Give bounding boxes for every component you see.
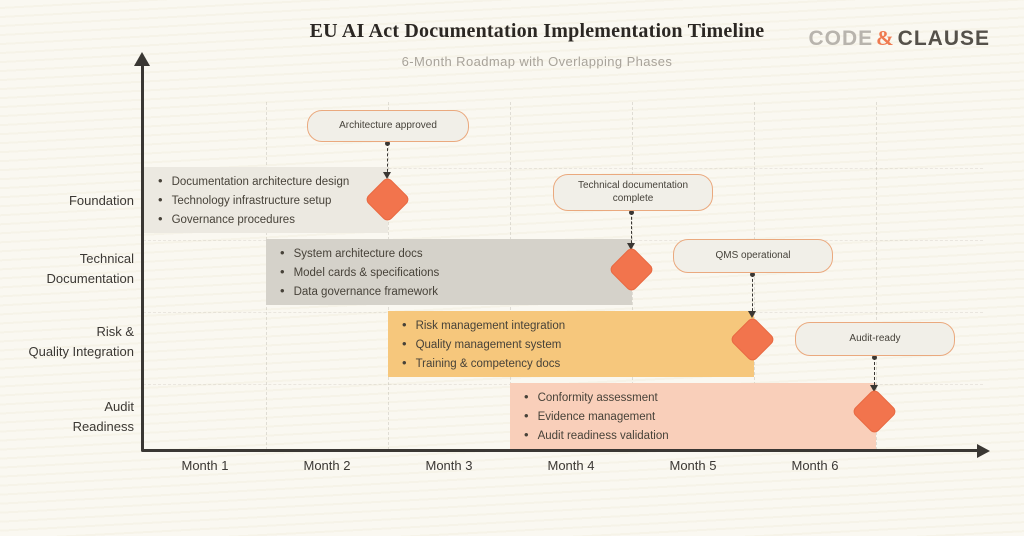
- x-tick-month-2: Month 2: [303, 458, 351, 473]
- task-item: Training & competency docs: [402, 354, 565, 373]
- task-item: Model cards & specifications: [280, 263, 440, 282]
- task-list: Conformity assessment Evidence managemen…: [510, 388, 669, 445]
- x-tick-month-4: Month 4: [547, 458, 595, 473]
- task-item: Governance procedures: [158, 210, 349, 229]
- milestone-connector: [626, 210, 635, 250]
- phase-bar-foundation: Documentation architecture design Techno…: [144, 167, 388, 233]
- brand-logo: CODE&CLAUSE: [808, 26, 990, 51]
- page-title: EU AI Act Documentation Implementation T…: [309, 20, 765, 42]
- task-item: Data governance framework: [280, 282, 439, 301]
- phase-bar-audit-readiness: Conformity assessment Evidence managemen…: [510, 383, 876, 449]
- row-label-technical-documentation: Technical Documentation: [14, 249, 134, 288]
- x-tick-month-3: Month 3: [425, 458, 473, 473]
- row-label-line: Audit: [104, 399, 134, 414]
- row-label-risk-quality-integration: Risk & Quality Integration: [14, 322, 134, 361]
- task-item: Risk management integration: [402, 316, 566, 335]
- y-axis: [141, 64, 144, 451]
- milestone-connector: [382, 141, 391, 179]
- row-label-line: Risk &: [96, 324, 134, 339]
- task-item: Technology infrastructure setup: [158, 191, 349, 210]
- milestone-label-technical-documentation-complete: Technical documentation complete: [553, 174, 713, 211]
- phase-bar-risk-quality-integration: Risk management integration Quality mana…: [388, 311, 754, 377]
- x-tick-month-5: Month 5: [669, 458, 717, 473]
- milestone-label-audit-ready: Audit-ready: [795, 322, 955, 356]
- task-item: Conformity assessment: [524, 388, 669, 407]
- page-subtitle: 6-Month Roadmap with Overlapping Phases: [401, 54, 673, 69]
- row-label-foundation: Foundation: [14, 191, 134, 211]
- task-list: Documentation architecture design Techno…: [144, 172, 350, 229]
- milestone-connector: [869, 355, 878, 392]
- logo-ampersand: &: [876, 26, 895, 50]
- phase-bar-technical-documentation: System architecture docs Model cards & s…: [266, 239, 632, 305]
- x-axis-arrow: [977, 443, 990, 458]
- row-label-line: Quality Integration: [28, 343, 134, 359]
- task-item: Audit readiness validation: [524, 426, 669, 445]
- task-item: System architecture docs: [280, 244, 439, 263]
- task-list: Risk management integration Quality mana…: [388, 316, 566, 373]
- row-label-line: Documentation: [46, 270, 134, 286]
- row-label-line: Technical: [79, 251, 134, 266]
- x-tick-month-6: Month 6: [791, 458, 839, 473]
- x-tick-month-1: Month 1: [181, 458, 229, 473]
- row-gridline: [143, 168, 983, 169]
- month-gridline: [876, 102, 877, 450]
- x-axis: [141, 449, 981, 452]
- milestone-label-qms-operational: QMS operational: [673, 239, 833, 273]
- task-item: Documentation architecture design: [158, 172, 350, 191]
- row-label-line: Foundation: [68, 193, 134, 208]
- task-list: System architecture docs Model cards & s…: [266, 244, 440, 301]
- milestone-label-architecture-approved: Architecture approved: [307, 110, 469, 142]
- row-label-audit-readiness: Audit Readiness: [14, 397, 134, 436]
- task-item: Quality management system: [402, 335, 565, 354]
- milestone-connector: [747, 272, 756, 318]
- y-axis-arrow: [134, 52, 150, 66]
- logo-word-code: CODE: [808, 27, 874, 50]
- row-label-line: Readiness: [72, 418, 134, 434]
- logo-word-clause: CLAUSE: [897, 27, 990, 50]
- task-item: Evidence management: [524, 407, 669, 426]
